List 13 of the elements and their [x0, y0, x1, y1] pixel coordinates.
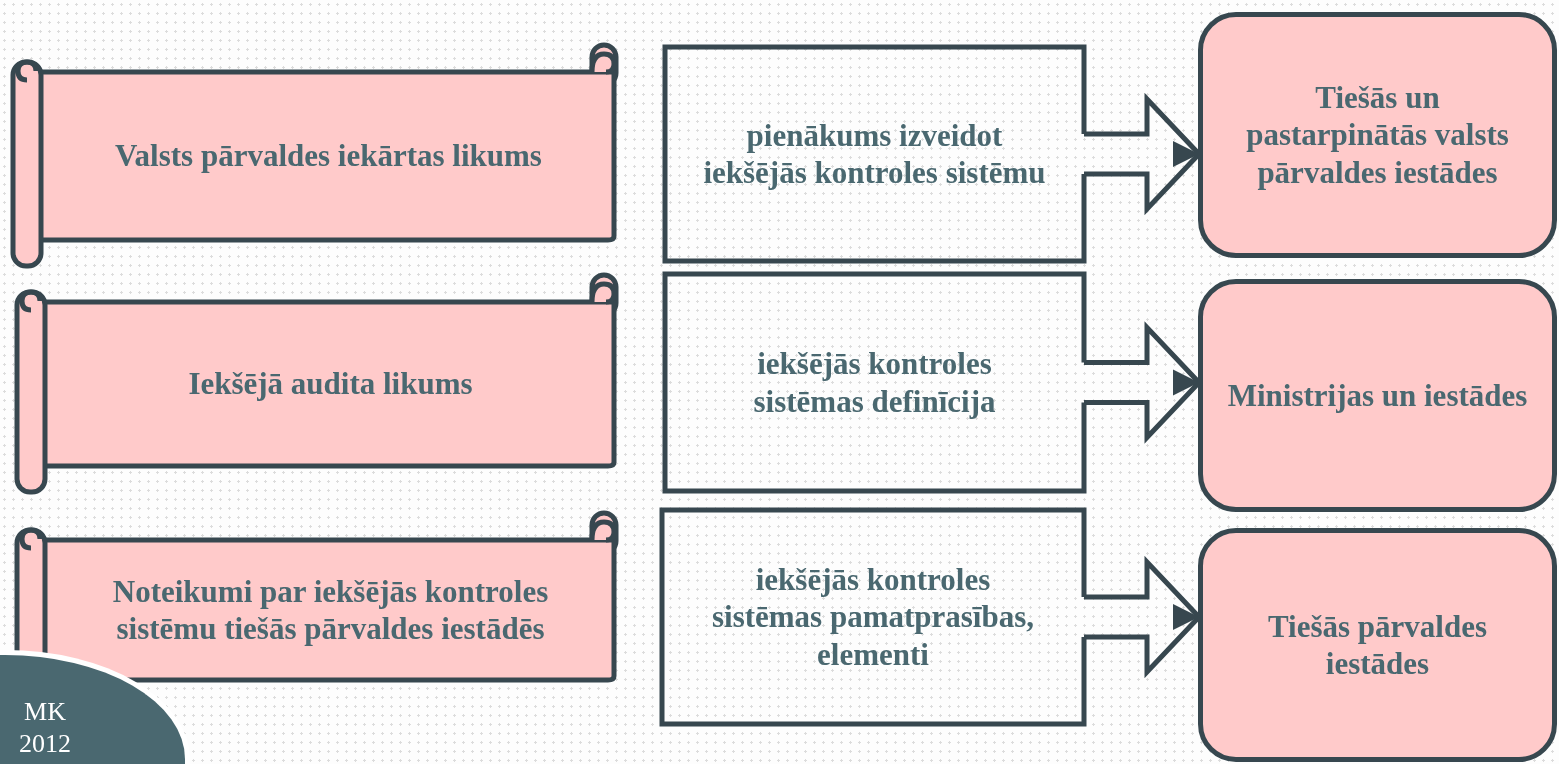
rounded-box [1198, 528, 1557, 762]
node-text: iekšējās kontroles sistēmas definīcija [752, 345, 997, 420]
badge-text: MK 2012 [18, 696, 72, 759]
node-text: Tiešās pārvaldes iestādes [1266, 607, 1488, 683]
node-text: iekšējās kontroles sistēmas pamatprasības, elementi [710, 561, 1036, 673]
rounded-box [1198, 279, 1557, 512]
node-text: Valsts pārvaldes iekārtas likums [115, 137, 542, 175]
node-text: Noteikumi par iekšējās kontroles sistēmu tiešās pārvaldes iestādēs [111, 572, 550, 648]
node-text: Tiešās un pastarpinātās valsts pārvaldes iestādes [1245, 79, 1510, 191]
node-text: Ministrijas un iestādes [1227, 376, 1528, 415]
rounded-box [1198, 12, 1557, 258]
node-text: pienākums izveidot iekšējās kontroles sistēmu [702, 116, 1047, 192]
node-text: Iekšējā audita likums [188, 365, 473, 403]
